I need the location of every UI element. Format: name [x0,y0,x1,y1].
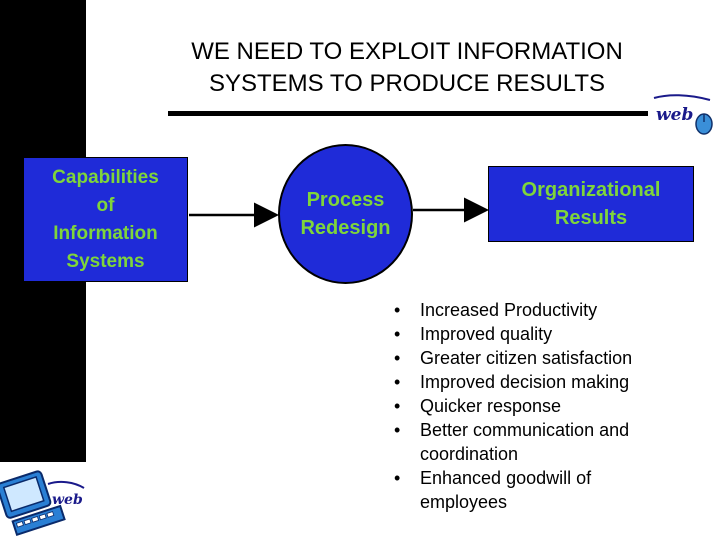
result-item: • Better communication and coordination [390,418,710,466]
process-line: Process [306,189,385,211]
results-list: • Increased Productivity • Improved quality… [390,298,710,514]
title-line-1: WE NEED TO EXPLOIT INFORMATION [191,38,623,65]
organizational-line: Organizational [521,179,661,201]
result-item: • Greater citizen satisfaction [390,346,710,370]
result-item-text: Enhanced goodwill of [420,468,592,488]
result-item: • Quicker response [390,394,710,418]
title-line-2: SYSTEMS TO PRODUCE RESULTS [208,70,606,97]
bullet-glyph: • [394,348,401,368]
result-item-text: Improved decision making [420,372,630,392]
process-redesign-circle: Process Redesign [278,144,413,284]
capabilities-box: Capabilities of Information Systems [23,157,188,282]
result-item: • Enhanced goodwill of employees [390,466,710,514]
bullet-glyph: • [394,468,401,488]
result-item-text: Increased Productivity [420,300,598,320]
result-item-text: Greater citizen satisfaction [420,348,633,368]
organizational-line: Results [554,207,628,229]
bullet-glyph: • [394,324,401,344]
bullet-glyph: • [394,420,401,440]
web-logo-icon: web [653,94,713,135]
bullet-glyph: • [394,372,401,392]
computer-clipart-text: web [52,492,83,508]
result-item-text: employees [420,492,508,512]
result-item: • Improved decision making [390,370,710,394]
slide-title: WE NEED TO EXPLOIT INFORMATION SYSTEMS T… [100,36,714,100]
bullet-glyph: • [394,300,401,320]
result-item: • Improved quality [390,322,710,346]
result-item-text: Improved quality [420,324,553,344]
web-logo-text: web [656,105,693,125]
bullet-glyph: • [394,396,401,416]
result-item-text: Quicker response [420,396,562,416]
capabilities-line: Information [53,222,158,244]
capabilities-line: Capabilities [52,166,159,188]
organizational-results-box: Organizational Results [488,166,694,242]
capabilities-line: Systems [66,250,145,272]
capabilities-line: of [96,194,115,216]
computer-clipart-icon: web [0,462,86,540]
result-item: • Increased Productivity [390,298,710,322]
result-item-text: coordination [420,444,519,464]
process-line: Redesign [300,217,391,239]
result-item-text: Better communication and [420,420,630,440]
title-underline [168,111,648,116]
